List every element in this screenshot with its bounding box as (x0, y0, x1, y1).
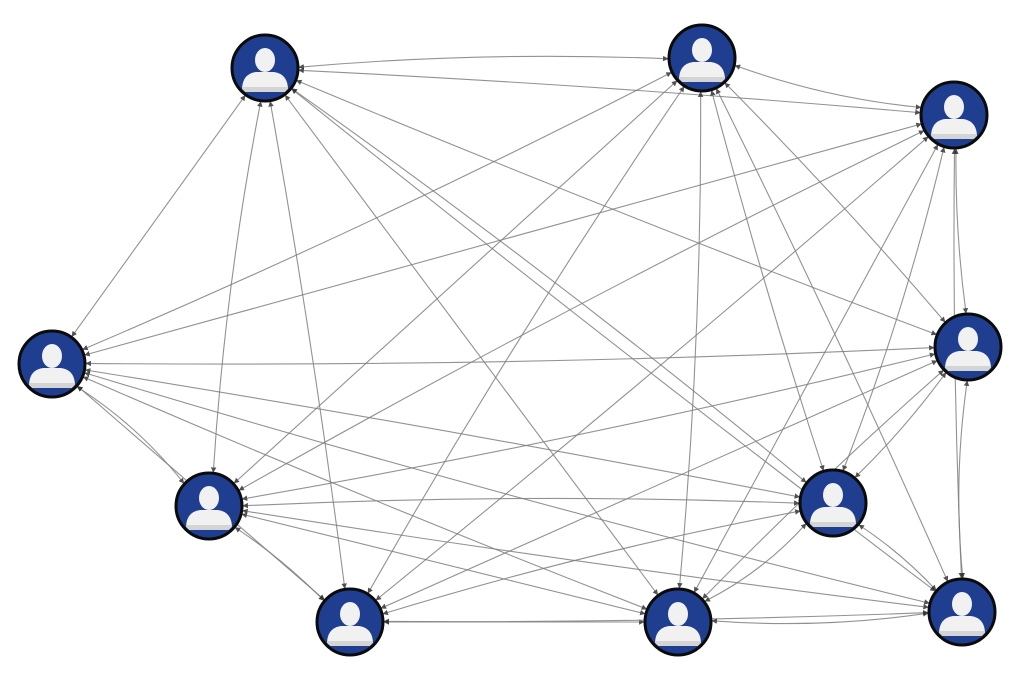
node-n6[interactable] (174, 471, 244, 541)
person-icon (939, 592, 985, 636)
edges-layer (71, 55, 970, 625)
edge-n1-n2 (298, 55, 669, 70)
edge-n6-n9 (241, 512, 646, 616)
node-n10[interactable] (927, 577, 997, 647)
person-icon (327, 602, 373, 646)
edge-n9-n10 (711, 611, 929, 625)
edge-n4-n5 (85, 345, 935, 367)
edge-n3-n7 (842, 146, 946, 472)
node-n5[interactable] (933, 312, 1003, 382)
node-n4[interactable] (17, 329, 87, 399)
nodes-layer (17, 23, 1003, 657)
edge-n1-n4 (71, 95, 246, 337)
person-icon (931, 95, 977, 139)
edge-n6-n7 (242, 497, 800, 509)
edge-n3-n5 (953, 148, 969, 314)
person-icon (945, 327, 991, 371)
edge-n1-n7 (291, 88, 807, 483)
edge-n4-n6 (76, 386, 185, 484)
person-icon (655, 602, 701, 646)
node-n9[interactable] (643, 587, 713, 657)
node-n1[interactable] (230, 33, 300, 103)
node-n3[interactable] (919, 80, 989, 150)
edge-n7-n10 (858, 524, 937, 591)
edge-n1-n6 (210, 101, 263, 473)
edge-n7-n8 (382, 509, 801, 616)
node-n7[interactable] (798, 468, 868, 538)
edge-n1-n8 (268, 101, 347, 589)
person-icon (242, 48, 288, 92)
person-icon (29, 344, 75, 388)
edge-n6-n8 (234, 527, 325, 601)
edge-n5-n10 (958, 380, 970, 579)
edge-n5-n7 (854, 372, 947, 478)
edge-n3-n6 (238, 130, 925, 491)
edge-n2-n5 (724, 82, 946, 323)
edge-n2-n7 (710, 90, 825, 471)
edge-n1-n3 (298, 67, 921, 116)
edge-n2-n3 (734, 64, 922, 110)
edge-n3-n4 (84, 122, 922, 357)
person-icon (679, 38, 725, 82)
node-n8[interactable] (315, 587, 385, 657)
edge-n1-n5 (296, 79, 937, 336)
person-icon (810, 483, 856, 527)
person-icon (186, 486, 232, 530)
edge-n7-n9 (704, 523, 807, 602)
node-n2[interactable] (667, 23, 737, 93)
edge-n4-n9 (82, 376, 648, 610)
